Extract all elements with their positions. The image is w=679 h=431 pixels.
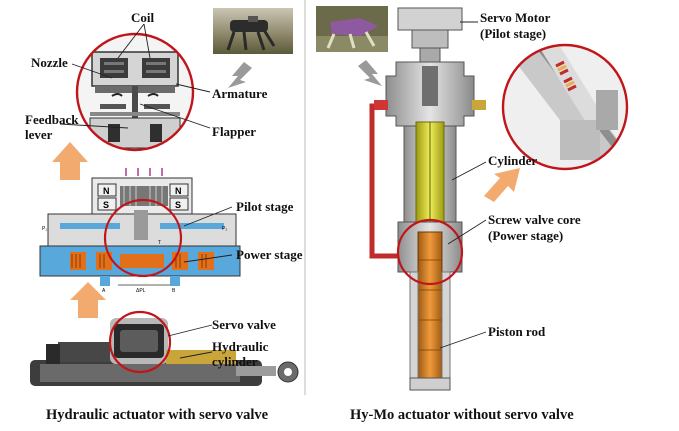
label-servo-motor: Servo Motor (Pilot stage) <box>480 10 551 41</box>
magnet-n-left: N <box>103 186 110 196</box>
servo-valve-schematic: N S N S P₁ P₂ A B T ΔPL <box>39 168 241 294</box>
label-screw-valve-core: Screw valve core (Power stage) <box>488 212 581 243</box>
delta-p-label: ΔPL <box>136 288 146 294</box>
label-nozzle: Nozzle <box>31 55 68 70</box>
grey-arrow-right <box>358 60 382 86</box>
leader-lines-top-left <box>59 23 211 129</box>
port-a: A <box>102 288 106 294</box>
orange-arrow-up-1 <box>52 142 88 180</box>
hymo-actuator-section <box>369 7 486 391</box>
port-p1: P₁ <box>42 226 47 232</box>
label-pilot-stage: Pilot stage <box>236 199 294 214</box>
caption-left: Hydraulic actuator with servo valve <box>46 407 269 423</box>
legged-robot-photo <box>213 8 293 54</box>
caption-right: Hy-Mo actuator without servo valve <box>350 407 574 423</box>
magnet-s-left: S <box>103 200 109 210</box>
magnet-n-right: N <box>175 186 182 196</box>
label-cylinder: Cylinder <box>488 153 538 168</box>
orange-arrow-right <box>484 168 520 202</box>
hymo-robot-photo <box>316 6 388 52</box>
label-armature: Armature <box>212 86 268 101</box>
orange-arrow-up-2 <box>70 282 106 318</box>
grey-arrow-left <box>228 62 252 88</box>
label-piston-rod: Piston rod <box>488 324 546 339</box>
label-hydraulic-cylinder: Hydraulic cylinder <box>212 339 269 369</box>
magnet-s-right: S <box>175 200 181 210</box>
port-p2: P₂ <box>222 226 227 232</box>
pilot-zoom-circle <box>75 32 195 152</box>
leader-lines-bottom-left <box>167 324 213 359</box>
screw-valve-zoom-circle <box>501 43 629 171</box>
leader-lines-mid-left <box>183 206 233 263</box>
label-feedback-lever: Feedback lever <box>25 112 79 142</box>
label-flapper: Flapper <box>212 124 257 139</box>
port-b: B <box>172 288 176 294</box>
hydraulic-actuator-photo <box>30 310 299 386</box>
label-servo-valve: Servo valve <box>212 317 276 332</box>
label-coil: Coil <box>131 10 155 25</box>
leader-lines-right <box>439 21 487 349</box>
label-power-stage: Power stage <box>236 247 303 262</box>
port-t: T <box>158 240 161 246</box>
